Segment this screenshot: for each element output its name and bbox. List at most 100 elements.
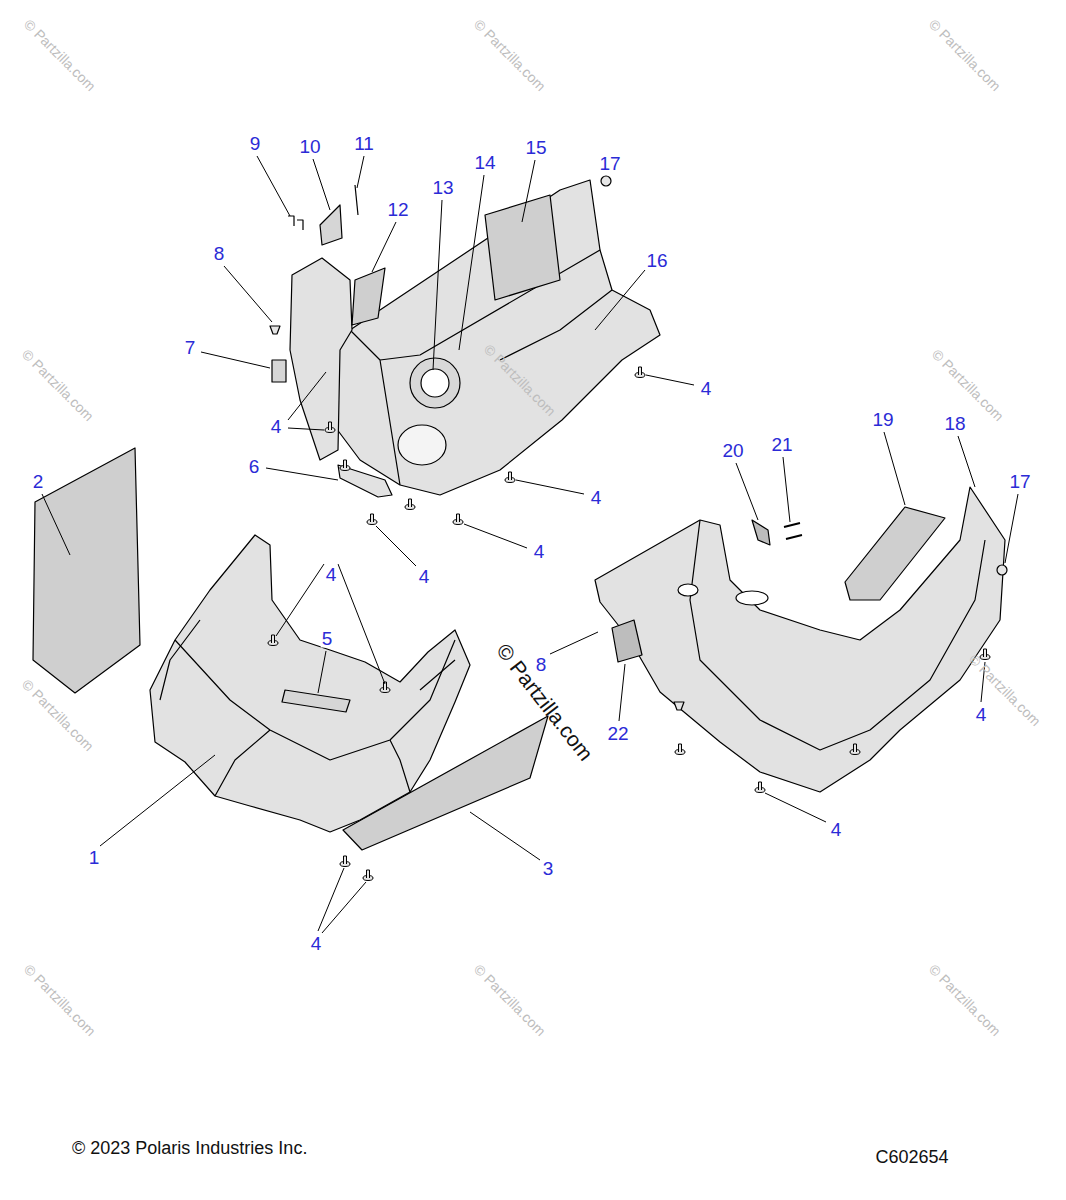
callout-number: 19 <box>871 410 894 429</box>
leader-line <box>459 175 484 350</box>
callout-number: 5 <box>321 629 334 648</box>
callout-number: 8 <box>213 244 226 263</box>
leader-line <box>765 793 826 822</box>
watermark: © Partzilla.com <box>20 677 97 754</box>
right-tub <box>595 487 1005 792</box>
leader-line <box>470 812 540 860</box>
strip <box>355 185 358 215</box>
callout-number: 4 <box>533 542 546 561</box>
leader-line <box>224 266 272 322</box>
left-tub-edge <box>215 730 410 796</box>
fastener <box>325 422 335 433</box>
callout-number: 18 <box>943 414 966 433</box>
copyright-note: C602654 <box>875 1148 948 1166</box>
callout-number: 1 <box>88 848 101 867</box>
fastener <box>405 499 415 510</box>
leader-line <box>288 372 326 430</box>
left-tub-edge <box>175 640 455 760</box>
callout-number: 21 <box>770 435 793 454</box>
leader-line <box>736 463 758 520</box>
callout-number: 4 <box>590 488 603 507</box>
leader-line <box>884 432 905 505</box>
leader-line <box>276 564 385 684</box>
callout-number: 9 <box>249 134 262 153</box>
trim-piece <box>612 620 642 662</box>
copyright-note: © 2023 Polaris Industries Inc. <box>72 1139 307 1157</box>
left-tub <box>150 535 470 832</box>
callout-number: 20 <box>721 441 744 460</box>
leader-line <box>42 494 70 555</box>
watermark: © Partzilla.com <box>22 17 99 94</box>
watermark: © Partzilla.com <box>472 962 549 1039</box>
watermark: © Partzilla.com <box>22 962 99 1039</box>
leader-line <box>595 270 645 330</box>
leader-line <box>550 632 598 654</box>
leader-line <box>266 468 338 480</box>
left-tub-edge <box>160 620 455 700</box>
leader-line <box>313 159 330 210</box>
right-tub-edge <box>690 520 985 750</box>
leader-line <box>318 868 366 933</box>
callout-number: 4 <box>418 567 431 586</box>
fastener <box>268 635 278 646</box>
leader-line <box>783 457 790 522</box>
watermark: © Partzilla.com <box>927 17 1004 94</box>
fastener <box>363 870 373 881</box>
tab <box>752 520 770 545</box>
watermark: © Partzilla.com <box>20 347 97 424</box>
callout-number: 2 <box>32 472 45 491</box>
push-pin <box>674 702 684 710</box>
callout-number: 4 <box>830 820 843 839</box>
callout-number: 13 <box>431 178 454 197</box>
port <box>398 425 446 465</box>
floor-pad <box>485 195 560 300</box>
callout-number: 12 <box>386 200 409 219</box>
fastener <box>850 744 860 755</box>
leader-line <box>201 352 270 368</box>
leader-line <box>257 156 290 216</box>
upper-tub-edge <box>350 250 612 485</box>
decal <box>282 690 350 712</box>
callout-number: 16 <box>645 251 668 270</box>
leader-line <box>958 436 975 487</box>
latch <box>272 360 286 382</box>
port-ring <box>410 358 460 408</box>
leader-line <box>516 480 584 494</box>
callout-number: 3 <box>542 859 555 878</box>
nut <box>997 565 1007 575</box>
plate <box>320 205 342 245</box>
callout-number: 14 <box>473 153 496 172</box>
callout-number: 8 <box>535 655 548 674</box>
fasteners <box>268 367 990 881</box>
leader-line <box>357 156 364 188</box>
decal <box>845 507 945 600</box>
callout-number: 6 <box>248 457 261 476</box>
callout-number: 17 <box>598 154 621 173</box>
fastener <box>340 460 350 471</box>
leader-line <box>522 160 535 222</box>
callout-number: 4 <box>310 934 323 953</box>
leader-line <box>433 200 442 370</box>
nut <box>601 176 611 186</box>
port-ring-inner <box>421 369 449 397</box>
fastener <box>367 514 377 525</box>
leader-line <box>646 375 694 385</box>
callout-number: 4 <box>270 417 283 436</box>
leader-line <box>318 651 326 693</box>
callout-number: 11 <box>353 134 375 153</box>
rivet <box>784 523 802 539</box>
right-tub-hole <box>678 584 698 596</box>
watermark: © Partzilla.com <box>927 962 1004 1039</box>
fastener <box>675 744 685 755</box>
leader-line <box>100 755 215 846</box>
leader-line <box>619 664 625 721</box>
bracket-pad <box>352 268 385 325</box>
watermark: © Partzilla.com <box>930 347 1007 424</box>
fastener <box>453 514 463 525</box>
callout-number: 4 <box>700 379 713 398</box>
leader-lines <box>42 156 1018 933</box>
callout-number: 7 <box>184 338 197 357</box>
callout-number: 4 <box>975 705 988 724</box>
clip <box>288 216 303 230</box>
